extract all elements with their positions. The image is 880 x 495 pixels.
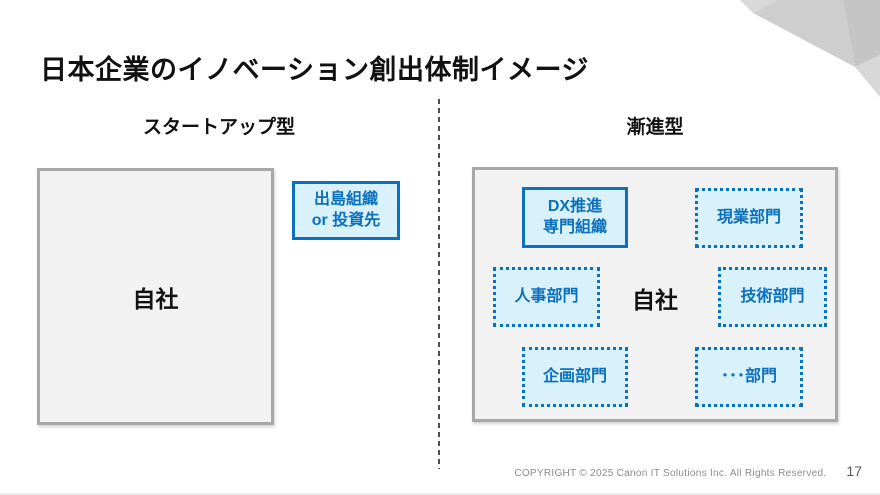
dept-box-planning: 企画部門 <box>522 347 628 407</box>
company-label-wrapper: 自社 <box>615 270 695 325</box>
company-label-incremental: 自社 <box>632 286 678 313</box>
dejima-org-box: 出島組織 or 投資先 <box>292 181 400 240</box>
footer: COPYRIGHT © 2025 Canon IT Solutions Inc.… <box>514 463 862 479</box>
dx-promotion-org-box: DX推進 専門組織 <box>522 187 628 248</box>
corner-decoration <box>740 0 880 97</box>
divider-dashed-line <box>438 99 440 469</box>
page-number: 17 <box>846 463 862 479</box>
dept-box-operations: 現業部門 <box>695 188 803 248</box>
page-title: 日本企業のイノベーション創出体制イメージ <box>40 55 589 86</box>
dx-promotion-line1: DX推進 <box>547 198 603 216</box>
dept-box-hr: 人事部門 <box>493 267 600 327</box>
dx-promotion-line2: 専門組織 <box>542 218 607 236</box>
dept-box-technology: 技術部門 <box>718 267 827 327</box>
slide-bottom-edge <box>0 493 880 495</box>
footer-copyright: COPYRIGHT © 2025 Canon IT Solutions Inc.… <box>514 468 827 479</box>
dejima-org-line2: or 投資先 <box>311 211 381 229</box>
company-box-startup: 自社 <box>37 168 274 425</box>
dept-box-other: ･･･部門 <box>695 347 803 407</box>
section-header-startup: スタートアップ型 <box>142 117 295 138</box>
dejima-org-line1: 出島組織 <box>313 191 378 209</box>
company-box-incremental: DX推進 専門組織 現業部門 人事部門 自社 技術部門 企画部門 ･･･部門 <box>472 167 838 422</box>
company-label-startup: 自社 <box>132 285 179 312</box>
section-header-incremental: 漸進型 <box>626 117 684 138</box>
